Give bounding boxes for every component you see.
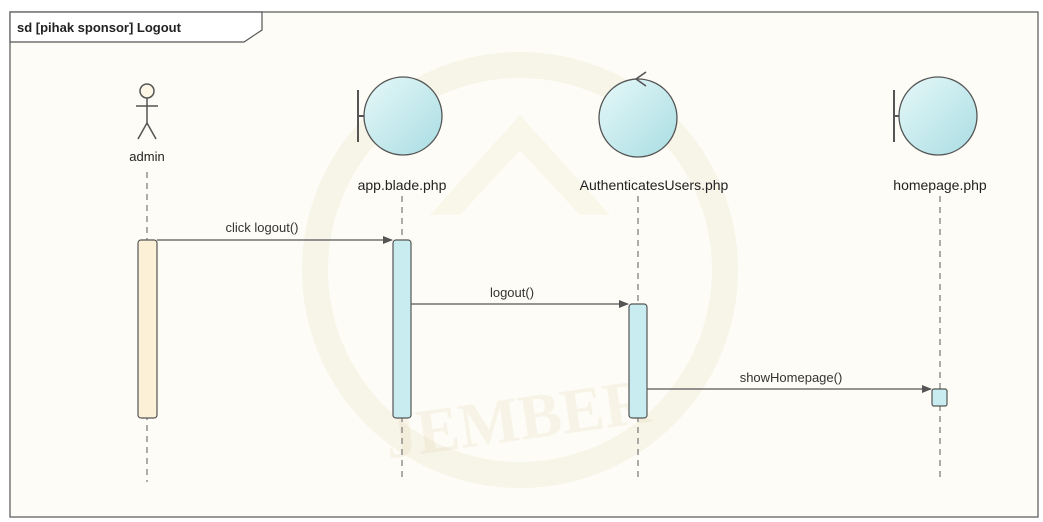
- activation-app: [392, 239, 412, 419]
- control-auth-icon: [598, 71, 678, 158]
- boundary-app-icon: [357, 76, 443, 156]
- activation-admin: [137, 239, 158, 419]
- lifeline-label-app: app.blade.php: [358, 177, 447, 193]
- frame-title: sd [pihak sponsor] Logout: [17, 20, 182, 35]
- lifeline-label-home: homepage.php: [893, 177, 987, 193]
- boundary-home-icon: [893, 76, 978, 156]
- lifeline-label-admin: admin: [129, 149, 164, 164]
- actor-admin-icon: [136, 83, 158, 140]
- activation-home: [931, 388, 948, 407]
- frame-box: [9, 11, 1039, 518]
- activation-auth: [628, 303, 648, 419]
- message-label-show-homepage: showHomepage(): [740, 370, 843, 385]
- message-label-click-logout: click logout(): [226, 220, 299, 235]
- message-label-logout: logout(): [490, 285, 534, 300]
- frame-title-tab: [9, 11, 263, 43]
- lifeline-label-auth: AuthenticatesUsers.php: [580, 177, 729, 193]
